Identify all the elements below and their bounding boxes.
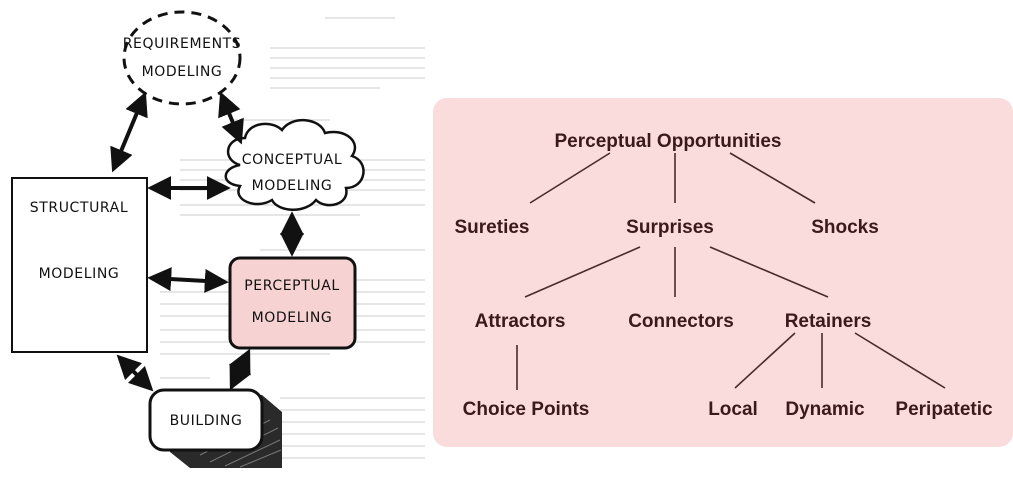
tree-panel xyxy=(433,98,1013,447)
arrow-requirements-structural xyxy=(110,91,148,173)
arrow-structural-building xyxy=(116,354,154,392)
tree-node-sureties: Sureties xyxy=(455,217,530,238)
tree-node-dynamic: Dynamic xyxy=(785,399,865,420)
arrow-perceptual-building xyxy=(228,348,252,391)
tree-node-choice-points: Choice Points xyxy=(463,399,590,420)
perceptual-modeling-node: PERCEPTUAL MODELING xyxy=(228,256,357,350)
conceptual-modeling-node: CONCEPTUAL MODELING xyxy=(224,119,365,211)
conceptual-label-2: MODELING xyxy=(252,178,333,194)
perceptual-opportunities-tree: Perceptual Opportunities Sureties Surpri… xyxy=(433,98,1013,447)
tree-node-retainers: Retainers xyxy=(785,311,872,332)
modeling-sketch: REQUIREMENTS MODELING CONCEPTUAL MODELIN… xyxy=(11,10,425,468)
tree-node-peripatetic: Peripatetic xyxy=(895,399,993,420)
tree-node-connectors: Connectors xyxy=(628,311,734,332)
arrow-structural-perceptual xyxy=(147,267,229,293)
perceptual-label-1: PERCEPTUAL xyxy=(244,278,340,294)
requirements-label-2: MODELING xyxy=(142,64,223,80)
arrow-requirements-conceptual xyxy=(218,91,244,145)
tree-node-shocks: Shocks xyxy=(811,217,879,238)
tree-connectors xyxy=(516,152,946,390)
tree-node-local: Local xyxy=(708,399,758,420)
structural-label-2: MODELING xyxy=(39,266,120,282)
tree-node-attractors: Attractors xyxy=(475,311,566,332)
sketch-arrows xyxy=(110,91,304,392)
perceptual-label-2: MODELING xyxy=(252,310,333,326)
building-node: BUILDING xyxy=(148,388,282,468)
tree-root: Perceptual Opportunities xyxy=(555,131,782,152)
requirements-modeling-node: REQUIREMENTS MODELING xyxy=(122,10,242,106)
building-label: BUILDING xyxy=(170,413,243,429)
structural-modeling-node: STRUCTURAL MODELING xyxy=(11,177,148,353)
structural-label-1: STRUCTURAL xyxy=(30,200,129,216)
requirements-label-1: REQUIREMENTS xyxy=(123,36,242,52)
conceptual-label-1: CONCEPTUAL xyxy=(242,152,343,168)
tree-node-surprises: Surprises xyxy=(626,217,714,238)
